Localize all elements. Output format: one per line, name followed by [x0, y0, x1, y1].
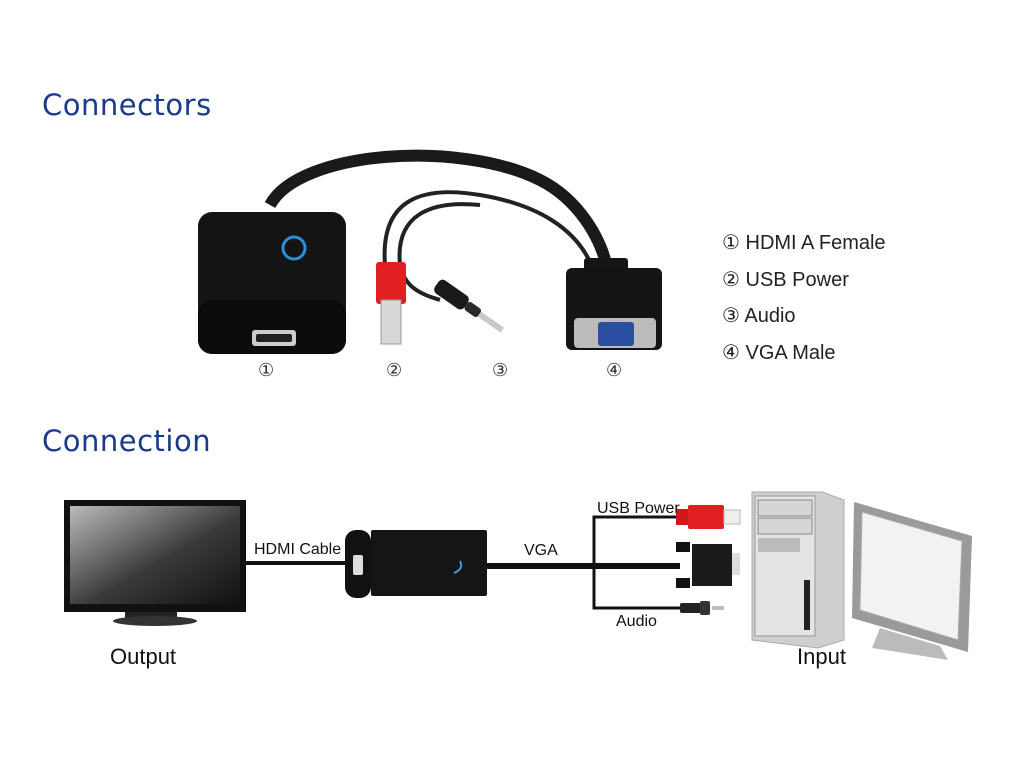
converter-box-photo	[198, 212, 346, 354]
main-cable	[264, 149, 611, 262]
monitor-input-illustration	[852, 502, 972, 660]
vga-label: VGA	[524, 542, 558, 559]
usb-power-label: USB Power	[597, 500, 680, 517]
logo-ring-icon	[281, 235, 307, 261]
legend-label: HDMI A Female	[745, 232, 886, 254]
usb-plug-photo	[376, 262, 406, 345]
converter-box-diagram	[345, 530, 487, 598]
pc-tower-illustration	[751, 491, 845, 649]
connection-heading: Connection	[42, 424, 212, 458]
audio-branch-line	[592, 566, 682, 610]
marker-3: ③	[492, 360, 509, 381]
output-label: Output	[110, 644, 177, 669]
marker-1: ①	[258, 360, 275, 381]
legend-label: Audio	[744, 305, 796, 327]
legend-item: ③ Audio	[722, 305, 796, 327]
hdmi-cable-label: HDMI Cable	[254, 541, 342, 558]
logo-swoosh-icon	[453, 560, 463, 574]
audio-cable-upper	[397, 202, 481, 266]
legend-item: ① HDMI A Female	[722, 232, 886, 254]
legend-item: ④ VGA Male	[722, 341, 836, 364]
vga-plug-photo	[566, 258, 662, 350]
connectors-heading: Connectors	[42, 88, 212, 122]
usb-plug-diagram	[676, 505, 741, 529]
legend-label: USB Power	[745, 268, 849, 291]
vga-plug-diagram	[676, 542, 740, 588]
audio-label: Audio	[616, 613, 657, 630]
marker-2: ②	[386, 360, 403, 381]
input-label: Input	[797, 644, 846, 669]
legend-label: VGA Male	[745, 341, 836, 364]
connector-legend: ① HDMI A Female ② USB Power ③ Audio ④ VG…	[722, 230, 886, 376]
audio-jack-photo	[434, 279, 504, 333]
legend-item: ② USB Power	[722, 268, 849, 291]
usb-cable	[382, 190, 592, 266]
usb-branch-line	[592, 515, 680, 566]
audio-plug-diagram	[680, 601, 724, 615]
tv-output-illustration	[64, 500, 246, 626]
marker-4: ④	[606, 360, 623, 381]
